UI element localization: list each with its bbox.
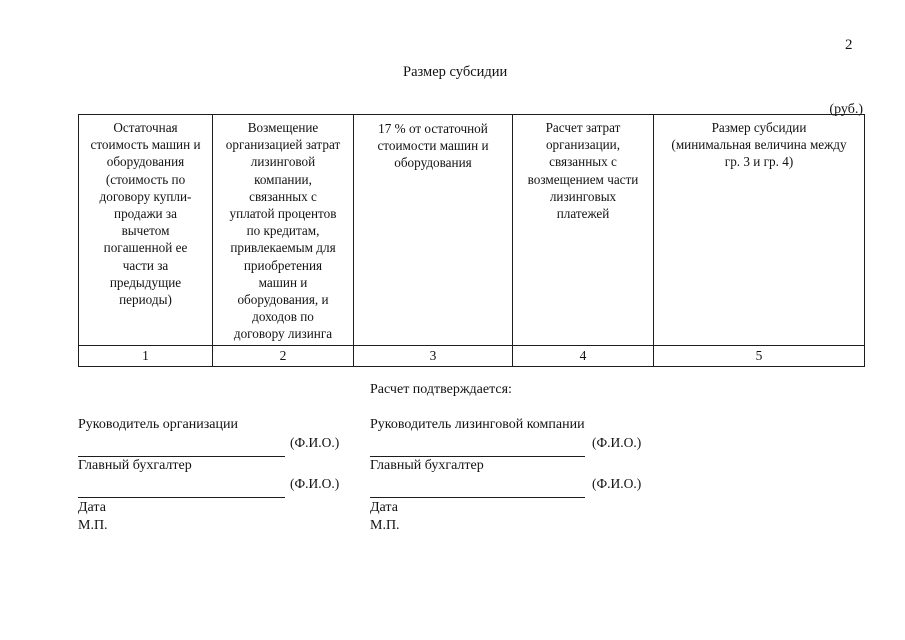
- table-header-cell-5: Размер субсидии (минимальная величина ме…: [653, 114, 865, 346]
- table-header-cell-1: Остаточная стоимость машин и оборудовани…: [78, 114, 213, 346]
- table-header-text-2: Возмещение организацией затрат лизингово…: [225, 120, 341, 342]
- table-header-text-4: Расчет затрат организации, связанных с в…: [527, 120, 639, 222]
- leasing-head-role: Руководитель лизинговой компании: [370, 417, 585, 432]
- organization-accountant-role: Главный бухгалтер: [78, 458, 192, 473]
- column-number-2: 2: [212, 344, 354, 368]
- organization-accountant-signature-line: [78, 497, 285, 498]
- leasing-date-label: Дата: [370, 500, 398, 515]
- leasing-head-fio-label: (Ф.И.О.): [592, 435, 642, 450]
- leasing-head-fio-row: (Ф.И.О.): [370, 434, 670, 456]
- table-header-cell-4: Расчет затрат организации, связанных с в…: [512, 114, 654, 346]
- column-number-3: 3: [353, 344, 513, 368]
- units-note: (руб.): [829, 102, 863, 117]
- organization-accountant-fio-row: (Ф.И.О.): [78, 475, 370, 497]
- organization-head-signature-line: [78, 456, 285, 457]
- column-number-4: 4: [512, 344, 654, 368]
- subsidy-table: Остаточная стоимость машин и оборудовани…: [78, 114, 865, 368]
- table-header-cell-3: 17 % от остаточной стоимости машин и обо…: [353, 114, 513, 346]
- confirmation-note: Расчет подтверждается:: [370, 382, 512, 397]
- leasing-accountant-role: Главный бухгалтер: [370, 458, 484, 473]
- table-header-text-1: Остаточная стоимость машин и оборудовани…: [90, 120, 201, 308]
- leasing-accountant-fio-label: (Ф.И.О.): [592, 476, 642, 491]
- organization-stamp-label: М.П.: [78, 518, 108, 533]
- organization-accountant-fio-label: (Ф.И.О.): [290, 476, 340, 491]
- page-number: 2: [845, 37, 853, 53]
- leasing-stamp-label: М.П.: [370, 518, 400, 533]
- column-number-5: 5: [653, 344, 865, 368]
- table-column-number-row: 1 2 3 4 5: [78, 344, 865, 368]
- signature-block-organization: Руководитель организации (Ф.И.О.) Главны…: [78, 416, 370, 535]
- leasing-head-signature-line: [370, 456, 585, 457]
- column-number-1: 1: [78, 344, 213, 368]
- page-title: Размер субсидии: [403, 64, 508, 80]
- organization-head-fio-row: (Ф.И.О.): [78, 434, 370, 456]
- signature-block-leasing-company: Руководитель лизинговой компании (Ф.И.О.…: [370, 416, 670, 535]
- leasing-accountant-fio-row: (Ф.И.О.): [370, 475, 670, 497]
- table-header-cell-2: Возмещение организацией затрат лизингово…: [212, 114, 354, 346]
- table-header-text-3: 17 % от остаточной стоимости машин и обо…: [377, 121, 489, 171]
- table-header-row: Остаточная стоимость машин и оборудовани…: [78, 114, 865, 346]
- organization-head-role: Руководитель организации: [78, 417, 238, 432]
- table-header-text-5: Размер субсидии (минимальная величина ме…: [671, 120, 847, 170]
- organization-date-label: Дата: [78, 500, 106, 515]
- organization-head-fio-label: (Ф.И.О.): [290, 435, 340, 450]
- leasing-accountant-signature-line: [370, 497, 585, 498]
